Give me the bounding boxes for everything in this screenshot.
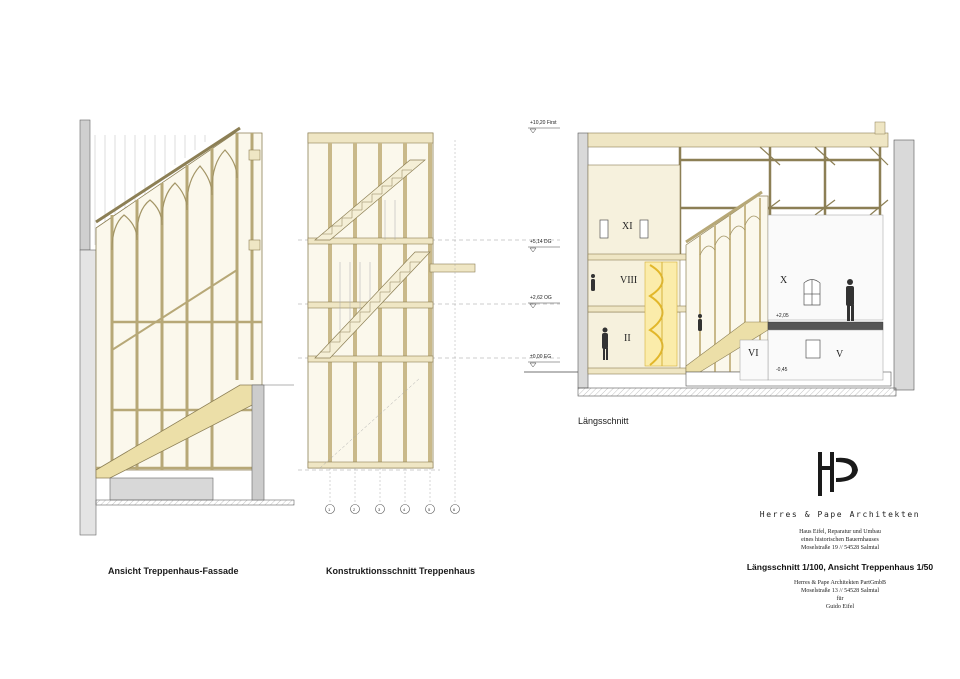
office-line-2: Moselstraße 13 // 54528 Salmtal xyxy=(801,588,879,594)
project-line-2: eines historischen Bauernhauses xyxy=(801,537,879,543)
level-og: +2,62 OG xyxy=(530,295,552,301)
room-label-xi: XI xyxy=(622,221,633,232)
caption-construction: Konstruktionsschnitt Treppenhaus xyxy=(326,566,476,576)
room-v xyxy=(767,329,884,381)
facade-neighbour-wall xyxy=(79,119,91,251)
client-name: Guido Eifel xyxy=(825,604,855,610)
construction-stair-flights xyxy=(314,159,431,359)
section-wall-left xyxy=(577,132,589,389)
facade-foundation xyxy=(95,499,295,506)
caption-facade: Ansicht Treppenhaus-Fassade xyxy=(108,566,239,576)
office-line-1: Herres & Pape Architekten PartGmbB xyxy=(794,580,886,586)
facade-arches xyxy=(111,149,238,251)
section-wall-right xyxy=(893,139,915,391)
caption-longitudinal: Längsschnitt xyxy=(578,416,629,426)
construction-section xyxy=(298,132,560,514)
level-dg: +5,14 DG xyxy=(530,239,552,245)
section-spiral-stair xyxy=(644,261,678,367)
construction-stair-steps xyxy=(320,169,420,353)
level-marker-triangles xyxy=(529,128,537,368)
title-block: Herres & Pape Architekten Haus Eifel, Re… xyxy=(730,440,950,630)
section-truss-braces xyxy=(759,146,889,216)
section-roof xyxy=(587,132,889,148)
room-label-ii: II xyxy=(624,333,631,344)
facade-side-wall xyxy=(79,249,97,536)
section-people xyxy=(591,274,854,360)
section-gallery-floor xyxy=(767,321,884,331)
construction-axis-bubbles xyxy=(325,504,460,514)
facade-retaining-wall xyxy=(251,384,265,501)
level-eg: ±0,00 EG xyxy=(530,354,552,360)
room-x xyxy=(767,214,884,321)
facade-handrail xyxy=(111,269,238,351)
axis-label-3: 3 xyxy=(378,507,381,512)
room-label-viii: VIII xyxy=(620,275,638,286)
construction-axis-lines xyxy=(329,140,456,503)
room-label-v: V xyxy=(836,349,844,360)
level-marker-lines xyxy=(524,127,578,373)
axis-label-2: 2 xyxy=(353,507,356,512)
facade-plinth xyxy=(109,477,214,501)
room-vi xyxy=(739,339,769,381)
project-line-3: Moselstraße 19 // 54528 Salmtal xyxy=(801,545,879,551)
construction-hidden-stair xyxy=(319,377,421,469)
room-label-x: X xyxy=(780,275,788,286)
section-windows xyxy=(599,219,821,359)
facade-roof-beam xyxy=(95,126,241,224)
axis-label-1: 1 xyxy=(328,507,331,512)
axis-label-6: 6 xyxy=(453,507,456,512)
room-xi xyxy=(587,164,681,261)
facade-elevation xyxy=(79,119,295,536)
firm-name: Herres & Pape Architekten xyxy=(759,510,921,519)
section-ground-slab xyxy=(577,387,897,397)
construction-balusters xyxy=(339,200,396,330)
room-label-vi: VI xyxy=(748,348,759,359)
longitudinal-section xyxy=(524,121,915,397)
axis-label-5: 5 xyxy=(428,507,431,512)
level-gallery: +2,05 xyxy=(776,313,789,319)
drawing-title: Längsschnitt 1/100, Ansicht Treppenhaus … xyxy=(746,562,934,572)
axis-label-4: 4 xyxy=(403,507,406,512)
level-basement: -0,45 xyxy=(776,367,788,373)
level-first: +10,20 First xyxy=(530,120,557,126)
project-line-1: Haus Eifel, Reparatur und Umbau xyxy=(799,529,881,535)
office-line-3: für xyxy=(836,596,844,602)
monogram-logo xyxy=(818,452,858,496)
